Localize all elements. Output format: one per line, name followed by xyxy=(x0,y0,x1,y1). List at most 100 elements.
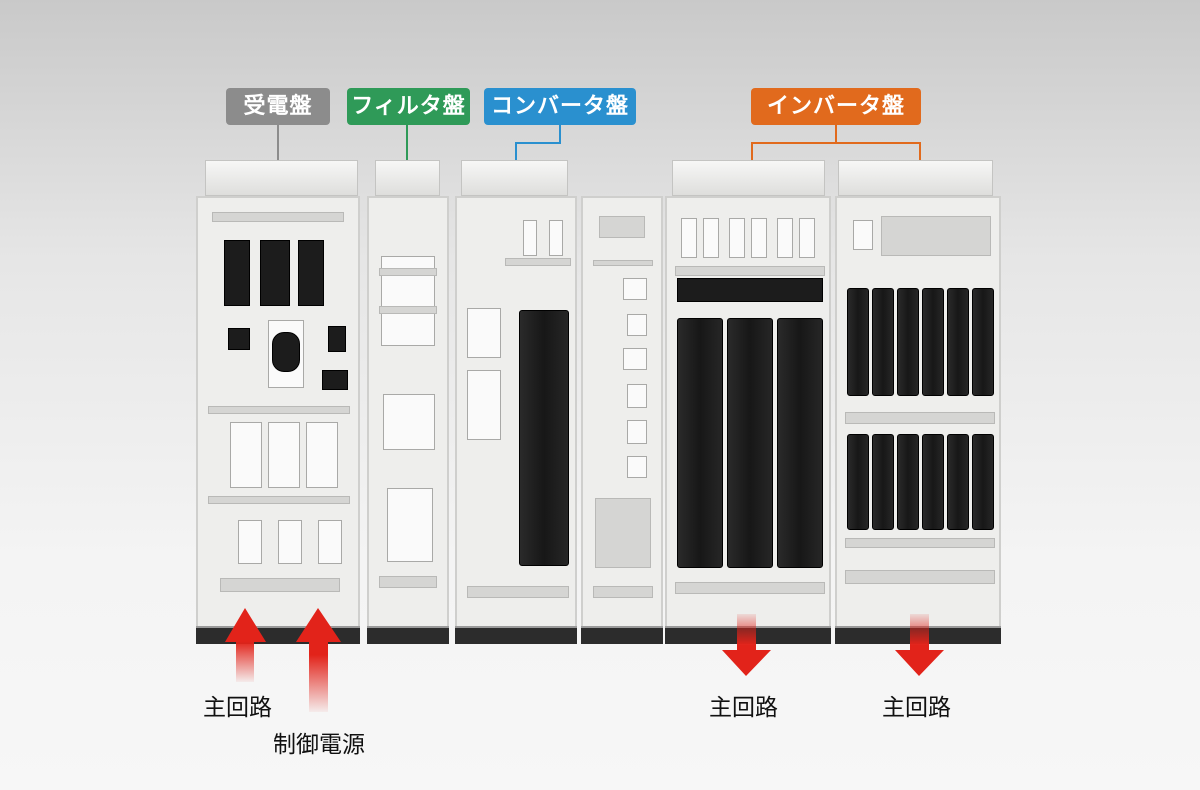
cabinet-rail xyxy=(212,212,344,222)
inverter-unit xyxy=(872,288,894,396)
receiving-cabinet xyxy=(196,196,360,630)
converter-power-module xyxy=(519,310,569,566)
inverter-unit xyxy=(847,288,869,396)
inverter-cabinet-1 xyxy=(665,196,831,630)
inverter-power-module xyxy=(727,318,773,568)
terminal-rail xyxy=(593,586,653,598)
control-power-caption: 制御電源 xyxy=(273,732,365,758)
filter-cabinet-hood xyxy=(375,160,440,196)
fuse-holder xyxy=(278,520,302,564)
capacitor-unit xyxy=(383,394,435,450)
terminal-rail xyxy=(467,586,569,598)
relay xyxy=(328,326,346,352)
relay xyxy=(623,278,647,300)
inverter-unit xyxy=(972,288,994,396)
inverter-panel-label: インバータ盤 xyxy=(751,88,921,125)
main-circuit-output-caption-2: 主回路 xyxy=(882,695,951,721)
busbar-block xyxy=(677,278,823,302)
inverter-connector-h xyxy=(751,142,921,144)
receiving-connector xyxy=(277,125,279,177)
main-circuit-output-caption-1: 主回路 xyxy=(709,695,778,721)
fuse-holder xyxy=(238,520,262,564)
filter-cabinet-plinth xyxy=(367,626,449,644)
relay xyxy=(322,370,348,390)
auxiliary-cabinet xyxy=(581,196,663,630)
inverter-cabinet-1-plinth xyxy=(665,626,831,644)
converter-panel-label: コンバータ盤 xyxy=(484,88,636,125)
receiving-cabinet-plinth xyxy=(196,626,360,644)
cabinet-rail xyxy=(675,266,825,276)
converter-connector-v1 xyxy=(559,125,561,143)
cabinet-rail xyxy=(845,412,995,424)
fuse xyxy=(777,218,793,258)
control-board xyxy=(467,370,501,440)
inverter-unit xyxy=(922,288,944,396)
inverter-cabinet-hood-2 xyxy=(838,160,993,196)
breaker xyxy=(298,240,324,306)
filter-panel-label: フィルタ盤 xyxy=(347,88,470,125)
terminal-rail xyxy=(220,578,340,592)
filter-connector xyxy=(406,125,408,177)
cabinet-rail xyxy=(593,260,653,266)
fuse xyxy=(549,220,563,256)
terminal-rail xyxy=(845,570,995,584)
contactor xyxy=(268,422,300,488)
relay xyxy=(623,348,647,370)
receiving-panel-label: 受電盤 xyxy=(226,88,330,125)
cabinet-rail xyxy=(208,406,350,414)
filter-cabinet xyxy=(367,196,449,630)
cabinet-rail xyxy=(845,538,995,548)
breaker xyxy=(224,240,250,306)
fuse xyxy=(681,218,697,258)
terminal-rail xyxy=(675,582,825,594)
inverter-cabinet-2-plinth xyxy=(835,626,1001,644)
cabinet-rail xyxy=(208,496,350,504)
inverter-unit xyxy=(947,434,969,530)
terminal-block xyxy=(599,216,645,238)
control-board xyxy=(467,308,501,358)
fuse xyxy=(751,218,767,258)
terminal-rail xyxy=(379,576,437,588)
inverter-unit xyxy=(897,288,919,396)
relay xyxy=(228,328,250,350)
converter-cabinet xyxy=(455,196,577,630)
inverter-cabinet-hood-1 xyxy=(672,160,825,196)
switch-handle xyxy=(272,332,300,372)
contactor xyxy=(230,422,262,488)
fuse-holder xyxy=(318,520,342,564)
inverter-unit xyxy=(947,288,969,396)
relay xyxy=(627,314,647,336)
auxiliary-cabinet-plinth xyxy=(581,626,663,644)
inverter-power-module xyxy=(777,318,823,568)
converter-connector-h xyxy=(515,142,561,144)
main-circuit-input-caption: 主回路 xyxy=(203,695,272,721)
inverter-power-module xyxy=(677,318,723,568)
terminal-rail xyxy=(595,498,651,568)
breaker xyxy=(260,240,290,306)
transformer xyxy=(387,488,433,562)
converter-cabinet-hood xyxy=(461,160,568,196)
cabinet-rail xyxy=(379,306,437,314)
inverter-unit xyxy=(897,434,919,530)
cabinet-rail xyxy=(505,258,571,266)
relay xyxy=(627,420,647,444)
inverter-connector-left xyxy=(751,142,753,177)
relay xyxy=(627,384,647,408)
inverter-cabinet-2 xyxy=(835,196,1001,630)
fuse xyxy=(729,218,745,258)
inverter-unit xyxy=(922,434,944,530)
fuse xyxy=(703,218,719,258)
cabinet-rail xyxy=(881,216,991,256)
inverter-connector-stem xyxy=(835,125,837,143)
converter-connector-v2 xyxy=(515,142,517,177)
relay xyxy=(627,456,647,478)
inverter-unit xyxy=(872,434,894,530)
breaker xyxy=(853,220,873,250)
inverter-unit xyxy=(847,434,869,530)
cabinet-rail xyxy=(379,268,437,276)
inverter-unit xyxy=(972,434,994,530)
receiving-cabinet-hood xyxy=(205,160,358,196)
contactor xyxy=(306,422,338,488)
inverter-connector-right xyxy=(919,142,921,177)
converter-cabinet-plinth xyxy=(455,626,577,644)
